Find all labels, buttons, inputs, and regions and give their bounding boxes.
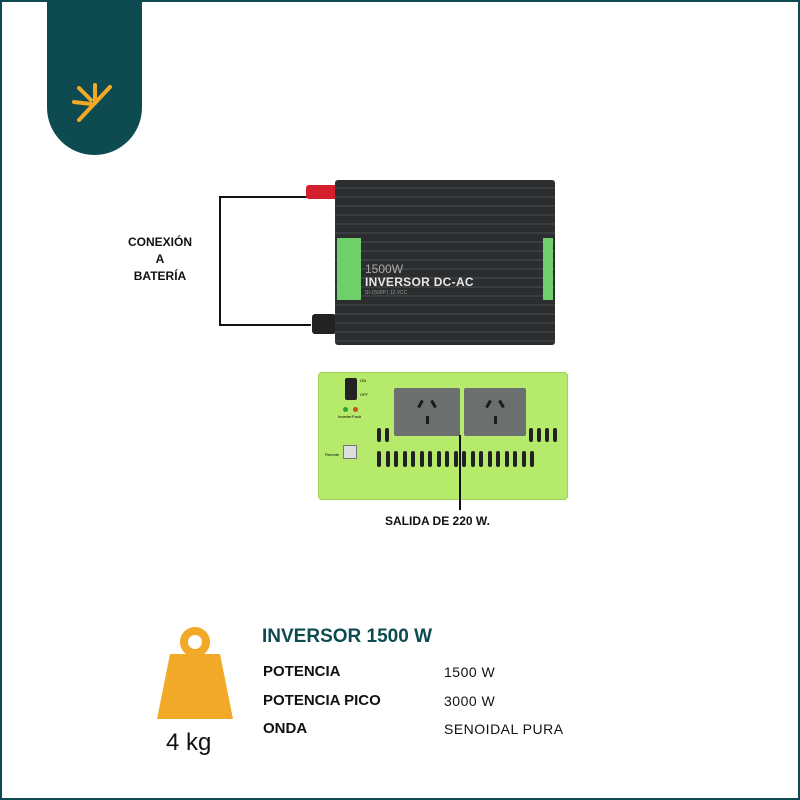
weight-value: 4 kg <box>166 729 212 756</box>
off-label: OFF <box>360 392 368 397</box>
vent-slot <box>394 451 398 467</box>
weight-icon <box>157 627 233 719</box>
vent-slot <box>402 451 407 467</box>
fault-label: Fault <box>352 414 361 419</box>
remote-port <box>343 445 357 459</box>
vent-slot <box>496 451 500 467</box>
vent-slot <box>513 451 517 467</box>
inverter-led <box>343 407 348 412</box>
model-label: SI-1500P | 12 VCC <box>365 290 408 296</box>
callout-line: A <box>155 252 165 266</box>
spec-label: POTENCIA <box>263 663 341 680</box>
vent-slot <box>445 451 449 467</box>
vent-slot <box>453 451 458 467</box>
negative-terminal <box>312 314 336 334</box>
spec-value: 3000 W <box>444 693 496 709</box>
vent-slot <box>530 451 534 467</box>
callout-line: BATERÍA <box>133 269 187 283</box>
vent-slot <box>411 451 415 467</box>
battery-bracket <box>219 196 311 326</box>
power-label: 1500W <box>365 262 404 276</box>
fault-led <box>353 407 358 412</box>
vent-slot <box>479 451 483 467</box>
vent-slot <box>385 451 390 467</box>
vent-slot <box>377 451 381 467</box>
vent-slot <box>470 451 475 467</box>
output-callout: SALIDA DE 220 W. <box>385 514 490 528</box>
spec-label: POTENCIA PICO <box>263 692 381 709</box>
inverter-top-view: 1500W INVERSOR DC-AC SI-1500P | 12 VCC <box>335 180 555 345</box>
vent-slot <box>428 451 432 467</box>
power-switch <box>345 378 357 400</box>
on-label: ON <box>360 378 366 383</box>
vent-slot <box>487 451 492 467</box>
sunburst-icon <box>72 83 112 122</box>
battery-callout: CONEXIÓN A BATERÍA <box>110 234 210 285</box>
remote-label: Remote <box>325 452 340 457</box>
spec-value: SENOIDAL PURA <box>444 721 564 737</box>
vent-slot <box>419 451 424 467</box>
vent-slot <box>521 451 526 467</box>
positive-terminal <box>306 185 336 199</box>
callout-line: CONEXIÓN <box>127 235 192 249</box>
inverter-front-panel: ON OFF Inverter Fault Remote <box>318 372 568 500</box>
brand-tab <box>47 0 142 155</box>
inverter-label: Inverter <box>338 414 352 419</box>
spec-label: ONDA <box>263 720 308 737</box>
output-pointer-line <box>459 435 461 510</box>
spec-value: 1500 W <box>444 664 496 680</box>
vent-slot <box>436 451 441 467</box>
vent-slot <box>504 451 509 467</box>
ac-outlet <box>464 388 526 436</box>
vent-slot <box>462 451 466 467</box>
ac-outlet <box>394 388 460 436</box>
spec-title: INVERSOR 1500 W <box>262 626 432 647</box>
product-label: INVERSOR DC-AC <box>365 275 474 289</box>
